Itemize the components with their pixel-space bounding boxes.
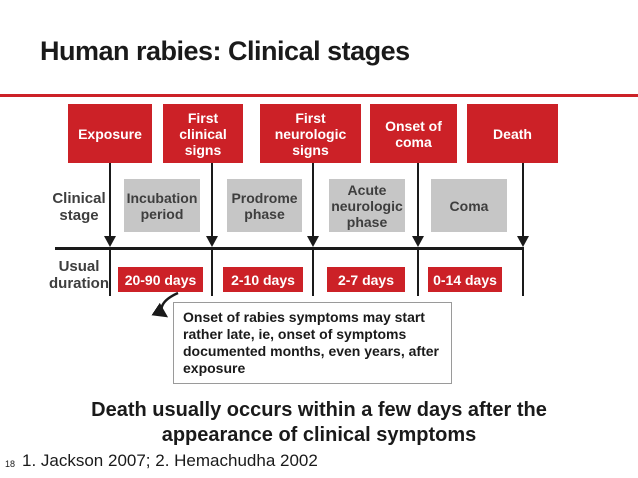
- event-box-exposure: Exposure: [68, 104, 152, 163]
- usual-duration-row-label: Usual duration: [49, 258, 109, 292]
- connector-line: [417, 163, 419, 239]
- down-arrow-icon: [412, 236, 424, 247]
- stage-box-coma: Coma: [431, 179, 507, 232]
- divider-line: [211, 250, 213, 296]
- stage-box-prodrome-phase: Prodrome phase: [227, 179, 302, 232]
- down-arrow-icon: [206, 236, 218, 247]
- down-arrow-icon: [104, 236, 116, 247]
- event-box-first-clinical-signs: First clinical signs: [163, 104, 243, 163]
- title-underline-rule: [0, 94, 638, 97]
- connector-line: [312, 163, 314, 239]
- event-box-onset-of-coma: Onset of coma: [370, 104, 457, 163]
- key-statement: Death usually occurs within a few days a…: [91, 399, 547, 446]
- divider-line: [312, 250, 314, 296]
- connector-line: [522, 163, 524, 239]
- slide-title: Human rabies: Clinical stages: [40, 36, 410, 66]
- divider-line: [109, 250, 111, 296]
- down-arrow-icon: [307, 236, 319, 247]
- event-box-death: Death: [467, 104, 558, 163]
- stage-box-incubation-period: Incubation period: [124, 179, 200, 232]
- clinical-stage-row-label: Clinical stage: [52, 190, 106, 224]
- curved-arrow-icon: [151, 291, 179, 318]
- page-number: 18: [5, 459, 16, 469]
- duration-box-coma: 0-14 days: [428, 267, 502, 292]
- event-box-first-neurologic-signs: First neurologic signs: [260, 104, 361, 163]
- connector-line: [211, 163, 213, 239]
- divider-line: [417, 250, 419, 296]
- stage-box-acute-neurologic-phase: Acute neurologic phase: [329, 179, 405, 232]
- timeline-axis: [55, 247, 524, 250]
- divider-line: [522, 250, 524, 296]
- connector-line: [109, 163, 111, 239]
- callout-note: Onset of rabies symptoms may start rathe…: [173, 302, 452, 384]
- duration-box-incubation: 20-90 days: [118, 267, 203, 292]
- duration-box-prodrome: 2-10 days: [223, 267, 303, 292]
- references-footnote: 1. Jackson 2007; 2. Hemachudha 2002: [22, 451, 318, 470]
- duration-box-acute-neurologic: 2-7 days: [327, 267, 405, 292]
- down-arrow-icon: [517, 236, 529, 247]
